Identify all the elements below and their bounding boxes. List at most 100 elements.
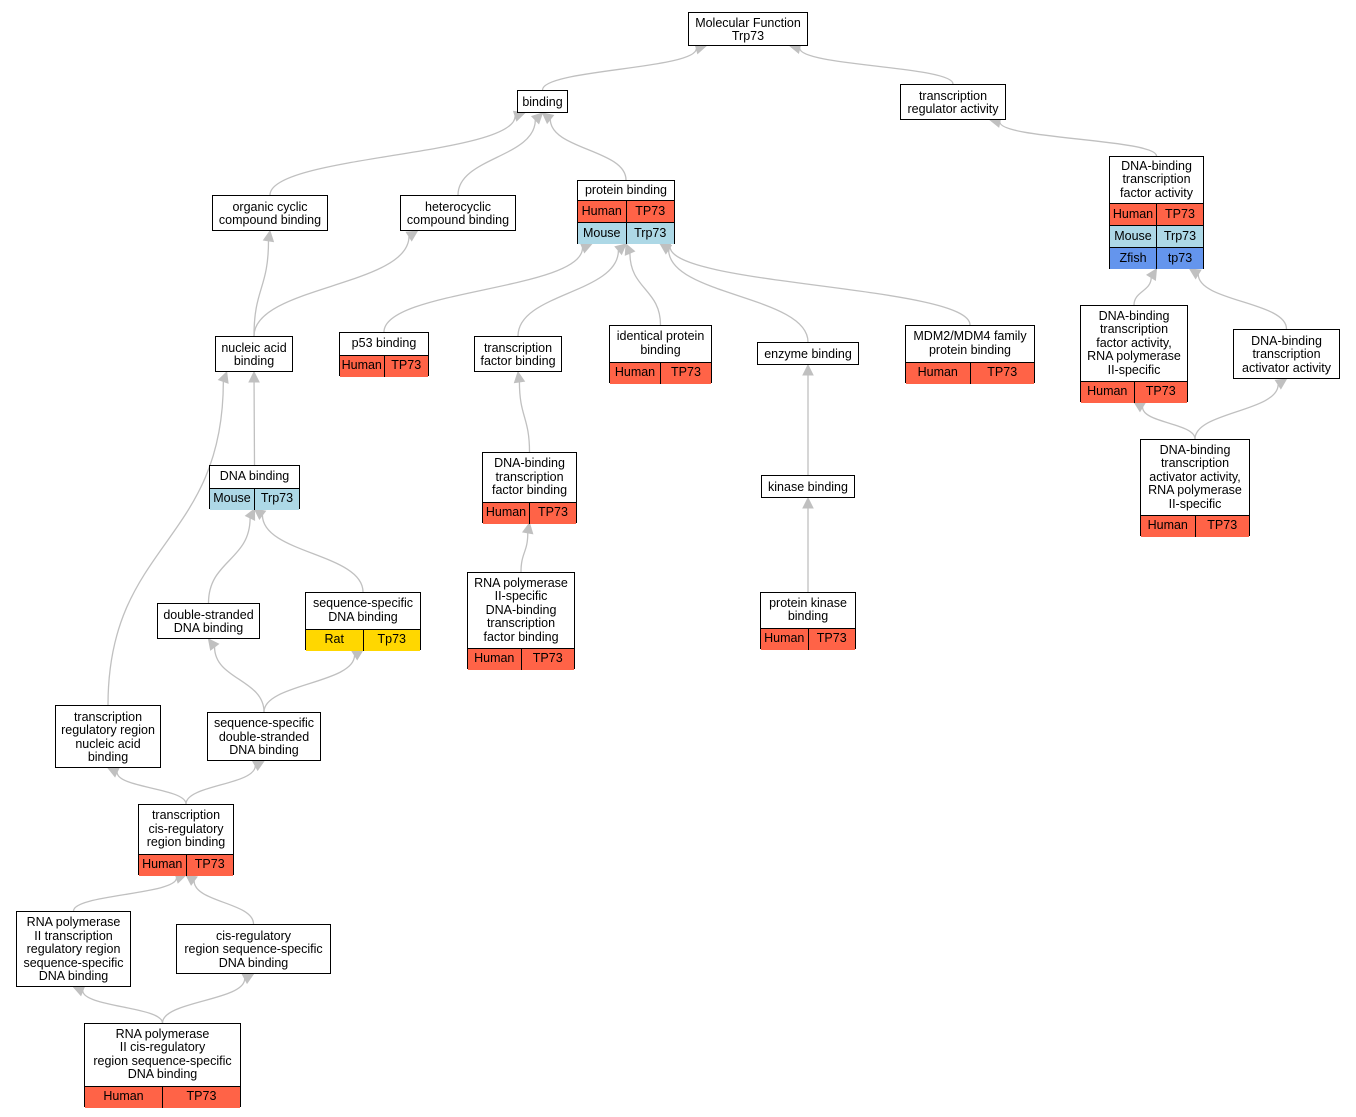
gene-cell: TP73 [671, 365, 701, 380]
edge-rp2c-to-rp2t [82, 990, 164, 1024]
edge-crs-to-tcr [193, 880, 255, 925]
species-cell: Human [1081, 381, 1135, 403]
arrowhead-dbtfb-to-tfb [513, 370, 526, 384]
edge-dbtfb-to-tfb [518, 381, 531, 453]
gene-cell: TP73 [194, 857, 225, 872]
arrowhead-tfb-to-pb [614, 243, 627, 256]
node-label-line: RNA polymerase [1087, 349, 1181, 364]
node-label-line: enzyme binding [764, 346, 852, 361]
arrowhead-nab-to-ocb [262, 229, 275, 243]
node-label-line: RNA polymerase [26, 915, 121, 930]
arrowhead-crs-to-tcr [185, 874, 198, 886]
edge-tfb-to-pb [517, 250, 620, 337]
gene-cell: Trp73 [634, 226, 667, 241]
species-cell: Human [483, 502, 530, 524]
node-label-line: transcription [1099, 322, 1169, 337]
edge-dbta-to-dbtf [1197, 274, 1288, 330]
node-binding[interactable]: binding [517, 90, 568, 113]
node-label-line: transcription [1160, 456, 1230, 471]
gene-cell: tp73 [1167, 250, 1193, 265]
node-label-line: sequence-specific [23, 955, 124, 970]
node-label-line: II-specific [494, 589, 548, 604]
node-label-line: sequence-specific [213, 716, 315, 731]
node-label-line: binding [233, 354, 275, 368]
gene-cell: Trp73 [1163, 228, 1197, 243]
species-cell: Human [761, 628, 809, 650]
species-cell: Human [1141, 515, 1196, 537]
arrowhead-rp2c-to-crs [241, 973, 255, 985]
gene-cell: TP73 [532, 651, 563, 666]
node-label-line: transcription [73, 709, 143, 724]
species-cell: Human [468, 648, 522, 670]
node-label-line: activator activity, [1149, 469, 1241, 484]
node-label-line: organic cyclic [232, 199, 308, 214]
node-label-line: DNA-binding [494, 456, 565, 471]
node-label-line: factor binding [491, 483, 568, 498]
node-label-line: factor binding [483, 629, 559, 644]
node-label-line: transcription [495, 469, 564, 484]
gene-row[interactable]: Human TP73 [1081, 380, 1187, 403]
node-label-line: II transcription [34, 928, 113, 943]
gene-cell: TP73 [1145, 384, 1176, 399]
species-cell: Human [1110, 204, 1157, 226]
node-label-line: RNA polymerase [1148, 483, 1242, 498]
node-kinase-binding[interactable]: kinase binding [761, 475, 855, 498]
node-label-line: RNA polymerase [474, 575, 568, 590]
node-label-line: sequence-specific [312, 596, 414, 611]
gene-row[interactable]: Human TP73 [468, 647, 574, 670]
node-label-line: identical protein [616, 329, 705, 344]
node-label-line: binding [87, 750, 129, 764]
node-label-line: kinase binding [768, 479, 848, 494]
node-enzyme-binding[interactable]: enzyme binding [757, 342, 859, 365]
node-label-line: DNA-binding [1159, 442, 1231, 457]
